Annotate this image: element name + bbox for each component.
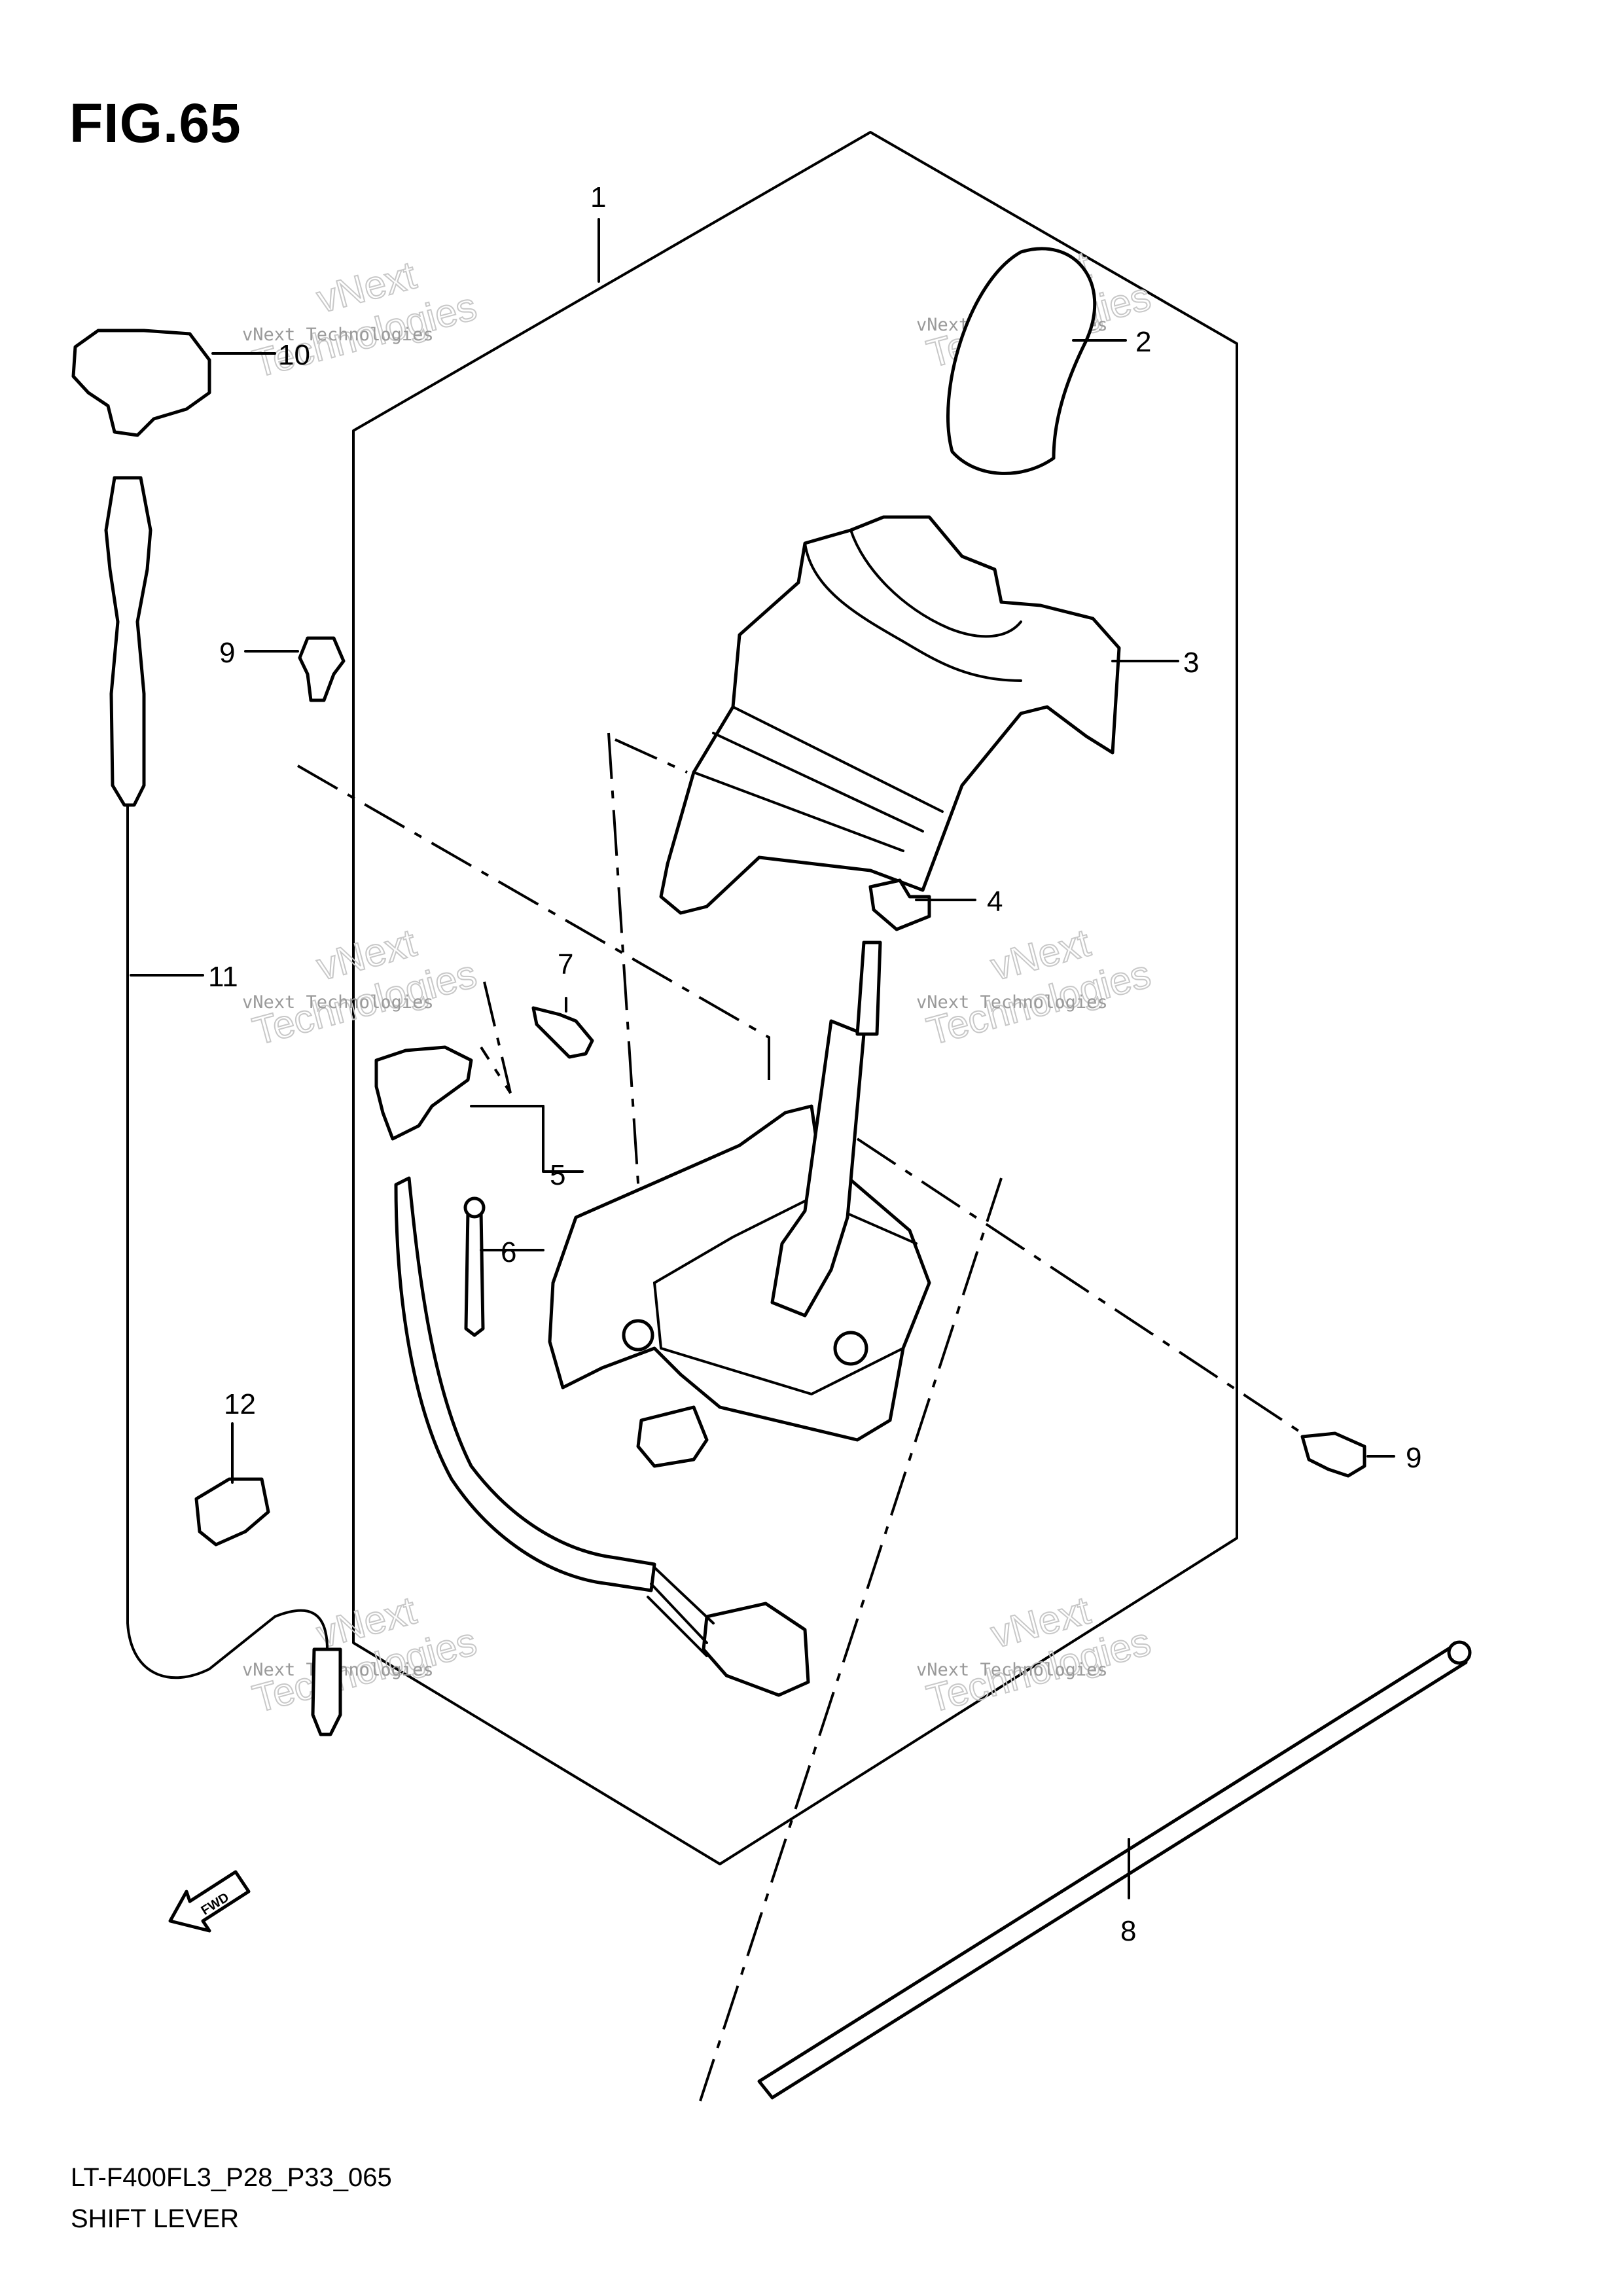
clamp-12 xyxy=(194,1477,270,1547)
wire-connector xyxy=(702,1602,810,1697)
watermark-text: vNext Technologies xyxy=(242,325,434,345)
guide-line-top xyxy=(615,738,688,774)
callout-9-lower: 9 xyxy=(1406,1442,1421,1474)
guide-line-left xyxy=(297,764,770,1086)
bracket-box-edge xyxy=(653,1282,904,1395)
diagram-code: LT-F400FL3_P28_P33_065 xyxy=(71,2163,392,2192)
leader-lines xyxy=(130,218,1395,1899)
rod-8-end xyxy=(1447,1640,1472,1665)
switch-wire-harness xyxy=(394,1176,656,1592)
guide-line-bottom xyxy=(699,1177,1003,2102)
bracket-stud xyxy=(833,1331,868,1366)
rod-8 xyxy=(757,1644,1468,2100)
screw-7 xyxy=(531,1006,594,1059)
neutral-switch xyxy=(374,1045,473,1141)
callout-10: 10 xyxy=(278,339,310,371)
callout-12: 12 xyxy=(224,1388,256,1420)
shift-knob xyxy=(946,247,1097,475)
cable-housing-10 xyxy=(71,329,211,437)
guide-line-switch xyxy=(480,981,512,1094)
callout-7: 7 xyxy=(558,948,573,980)
lever-cover-ridge xyxy=(804,542,1022,682)
lever-arm-lower xyxy=(636,1405,709,1468)
shift-lever-rod xyxy=(770,1019,866,1318)
watermark-text: vNext Technologies xyxy=(916,1660,1108,1680)
guide-line-center xyxy=(607,732,646,1283)
cable-11 xyxy=(126,496,332,1703)
bolt-9-lower xyxy=(1300,1431,1366,1478)
callout-6: 6 xyxy=(501,1236,516,1268)
watermark-text: vNext Technologies xyxy=(916,992,1108,1013)
lever-cover-ribs xyxy=(692,706,944,852)
connector-wires xyxy=(647,1566,715,1657)
lever-cover xyxy=(659,515,1121,915)
guide-line-right xyxy=(856,1138,1304,1435)
assembly-outline xyxy=(352,131,1238,1865)
fwd-arrow: FWD xyxy=(168,1870,251,1933)
callout-11: 11 xyxy=(208,961,238,993)
shift-lever-tip xyxy=(855,941,882,1036)
cable-11-end xyxy=(311,1647,342,1736)
callout-3: 3 xyxy=(1183,647,1199,679)
lever-cover-slot xyxy=(849,529,1022,638)
tie-strap-head xyxy=(463,1196,486,1219)
bracket-pivot xyxy=(622,1319,654,1352)
bolt-4 xyxy=(868,878,931,931)
bolt-9-upper xyxy=(298,636,346,702)
callout-2: 2 xyxy=(1135,326,1151,358)
bracket-top-edge xyxy=(653,1196,918,1284)
watermark-text: vNext Technologies xyxy=(242,992,434,1013)
cable-11-sheath xyxy=(104,476,152,807)
callout-5: 5 xyxy=(550,1159,565,1191)
callout-8: 8 xyxy=(1120,1915,1136,1947)
callout-1: 1 xyxy=(590,181,606,213)
diagram-name: SHIFT LEVER xyxy=(71,2204,240,2233)
callout-4: 4 xyxy=(987,886,1003,918)
figure-title: FIG.65 xyxy=(69,92,241,154)
tie-strap xyxy=(464,1209,485,1337)
callout-9-upper: 9 xyxy=(219,637,235,669)
shift-lever-bracket xyxy=(548,1104,931,1442)
